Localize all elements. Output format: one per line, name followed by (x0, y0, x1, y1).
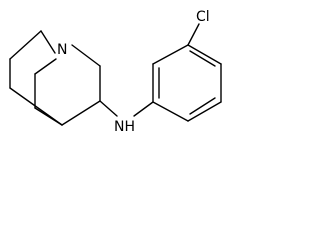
bridgehead-nitrogen-label: N (57, 42, 67, 58)
amine-nh-label: NH (114, 119, 135, 135)
bond-c7-nh (99, 100, 118, 117)
chlorine-label: Cl (196, 9, 210, 25)
chlorophenyl-ring (152, 44, 222, 122)
ring-double-3 (189, 97, 216, 115)
ring-double-2 (189, 50, 216, 67)
bond-c9-c5 (34, 107, 63, 126)
quinuclidine-cage (9, 30, 101, 126)
bond-ring-cl (187, 23, 200, 46)
bond-c7-c5 (61, 100, 101, 126)
ring-bond-2 (152, 44, 189, 65)
bond-nh-aryl (133, 101, 154, 117)
bond-c2-c3 (9, 30, 42, 60)
molecule-drawing: N NH Cl (9, 9, 222, 135)
bond-n1-c6 (71, 44, 101, 67)
ring-bond-5 (187, 101, 222, 122)
ring-bond-6 (152, 101, 189, 122)
bond-n1-c8 (34, 58, 57, 75)
structure-diagram: N NH Cl (0, 0, 236, 147)
bond-n1-c2 (40, 30, 56, 54)
ring-bond-3 (187, 44, 222, 65)
